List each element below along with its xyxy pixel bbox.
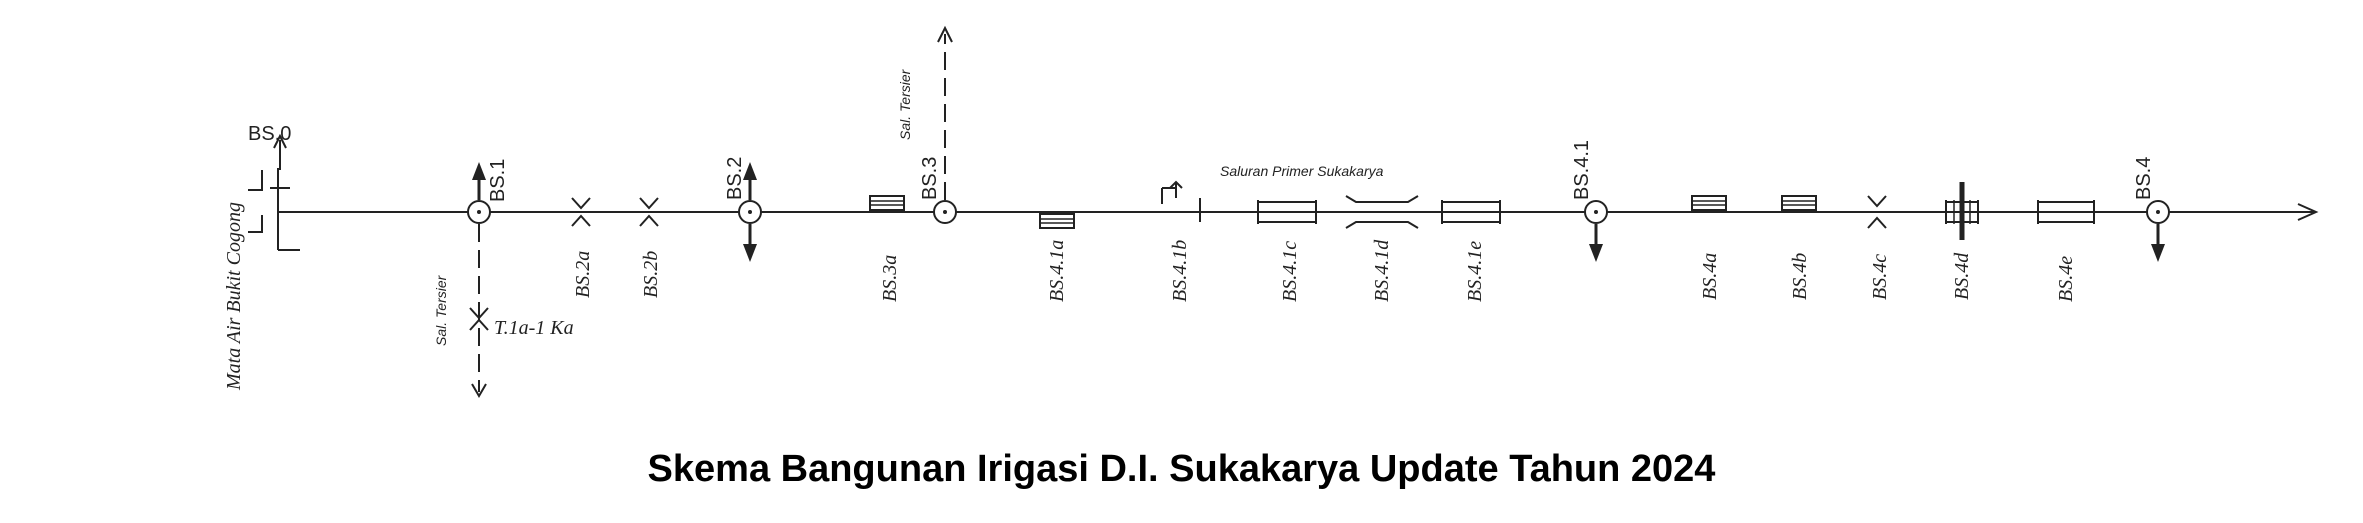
bs4a-label: BS.4a [1699,253,1721,300]
bs41a-structure [1039,213,1075,229]
bs41a-label: BS.4.1a [1046,240,1068,302]
bs1-node [467,200,491,224]
bs4b-structure [1781,195,1817,211]
bs4-down-arrow-icon [2151,224,2165,262]
bs41b-structure [1161,180,1201,222]
bs3a-label: BS.3a [879,255,901,302]
bs41-label: BS.4.1 [1571,140,1593,200]
bs2-down-arrow-icon [743,224,757,262]
bs2-node [738,200,762,224]
bs2b-structure [639,197,659,227]
source-intake [248,168,300,251]
channel-end-arrow [2297,203,2319,221]
bs41e-label: BS.4.1e [1464,241,1486,302]
bs2-up-arrow-icon [743,162,757,200]
bs0-intake-arrow-icon [273,133,287,170]
bs0-label: BS.0 [248,123,291,145]
tertiary-offtake-label: T.1a-1 Ka [494,317,574,339]
channel-label: Saluran Primer Sukakarya [1220,163,1384,179]
bs4e-label: BS.4e [2055,256,2077,302]
bs1-up-arrow-icon [472,162,486,200]
source-label: Mata Air Bukit Cogong [223,202,245,391]
tertiary-channel-top [937,25,953,200]
bs4-label: BS.4 [2133,157,2155,200]
bs4d-structure [1945,182,1979,240]
bs2b-label: BS.2b [640,251,662,298]
bs3-label: BS.3 [919,157,941,200]
bs41-node [1584,200,1608,224]
bs4a-structure [1691,195,1727,211]
diagram-title: Skema Bangunan Irigasi D.I. Sukakarya Up… [647,448,1716,490]
bs41b-label: BS.4.1b [1169,240,1191,302]
tertiary-channel-bottom [469,224,489,398]
bs4e-structure [2037,200,2095,224]
bs4b-label: BS.4b [1789,253,1811,300]
bs4-node [2146,200,2170,224]
bs41c-label: BS.4.1c [1279,241,1301,302]
bs4c-label: BS.4c [1869,254,1891,300]
bs41-down-arrow-icon [1589,224,1603,262]
bs1-label: BS.1 [487,159,509,202]
bs41e-structure [1441,200,1501,224]
tertiary-label-top: Sal. Tersier [897,68,913,140]
bs41c-structure [1257,200,1317,224]
bs4d-label: BS.4d [1951,252,1973,300]
bs2a-structure [571,197,591,227]
bs41d-structure [1345,195,1419,229]
bs4c-structure [1867,195,1887,229]
bs2a-label: BS.2a [572,251,594,298]
bs3a-structure [869,195,905,211]
bs3-node [933,200,957,224]
bs41d-label: BS.4.1d [1371,239,1393,302]
bs2-label: BS.2 [724,157,746,200]
tertiary-label-bottom: Sal. Tersier [433,274,449,346]
